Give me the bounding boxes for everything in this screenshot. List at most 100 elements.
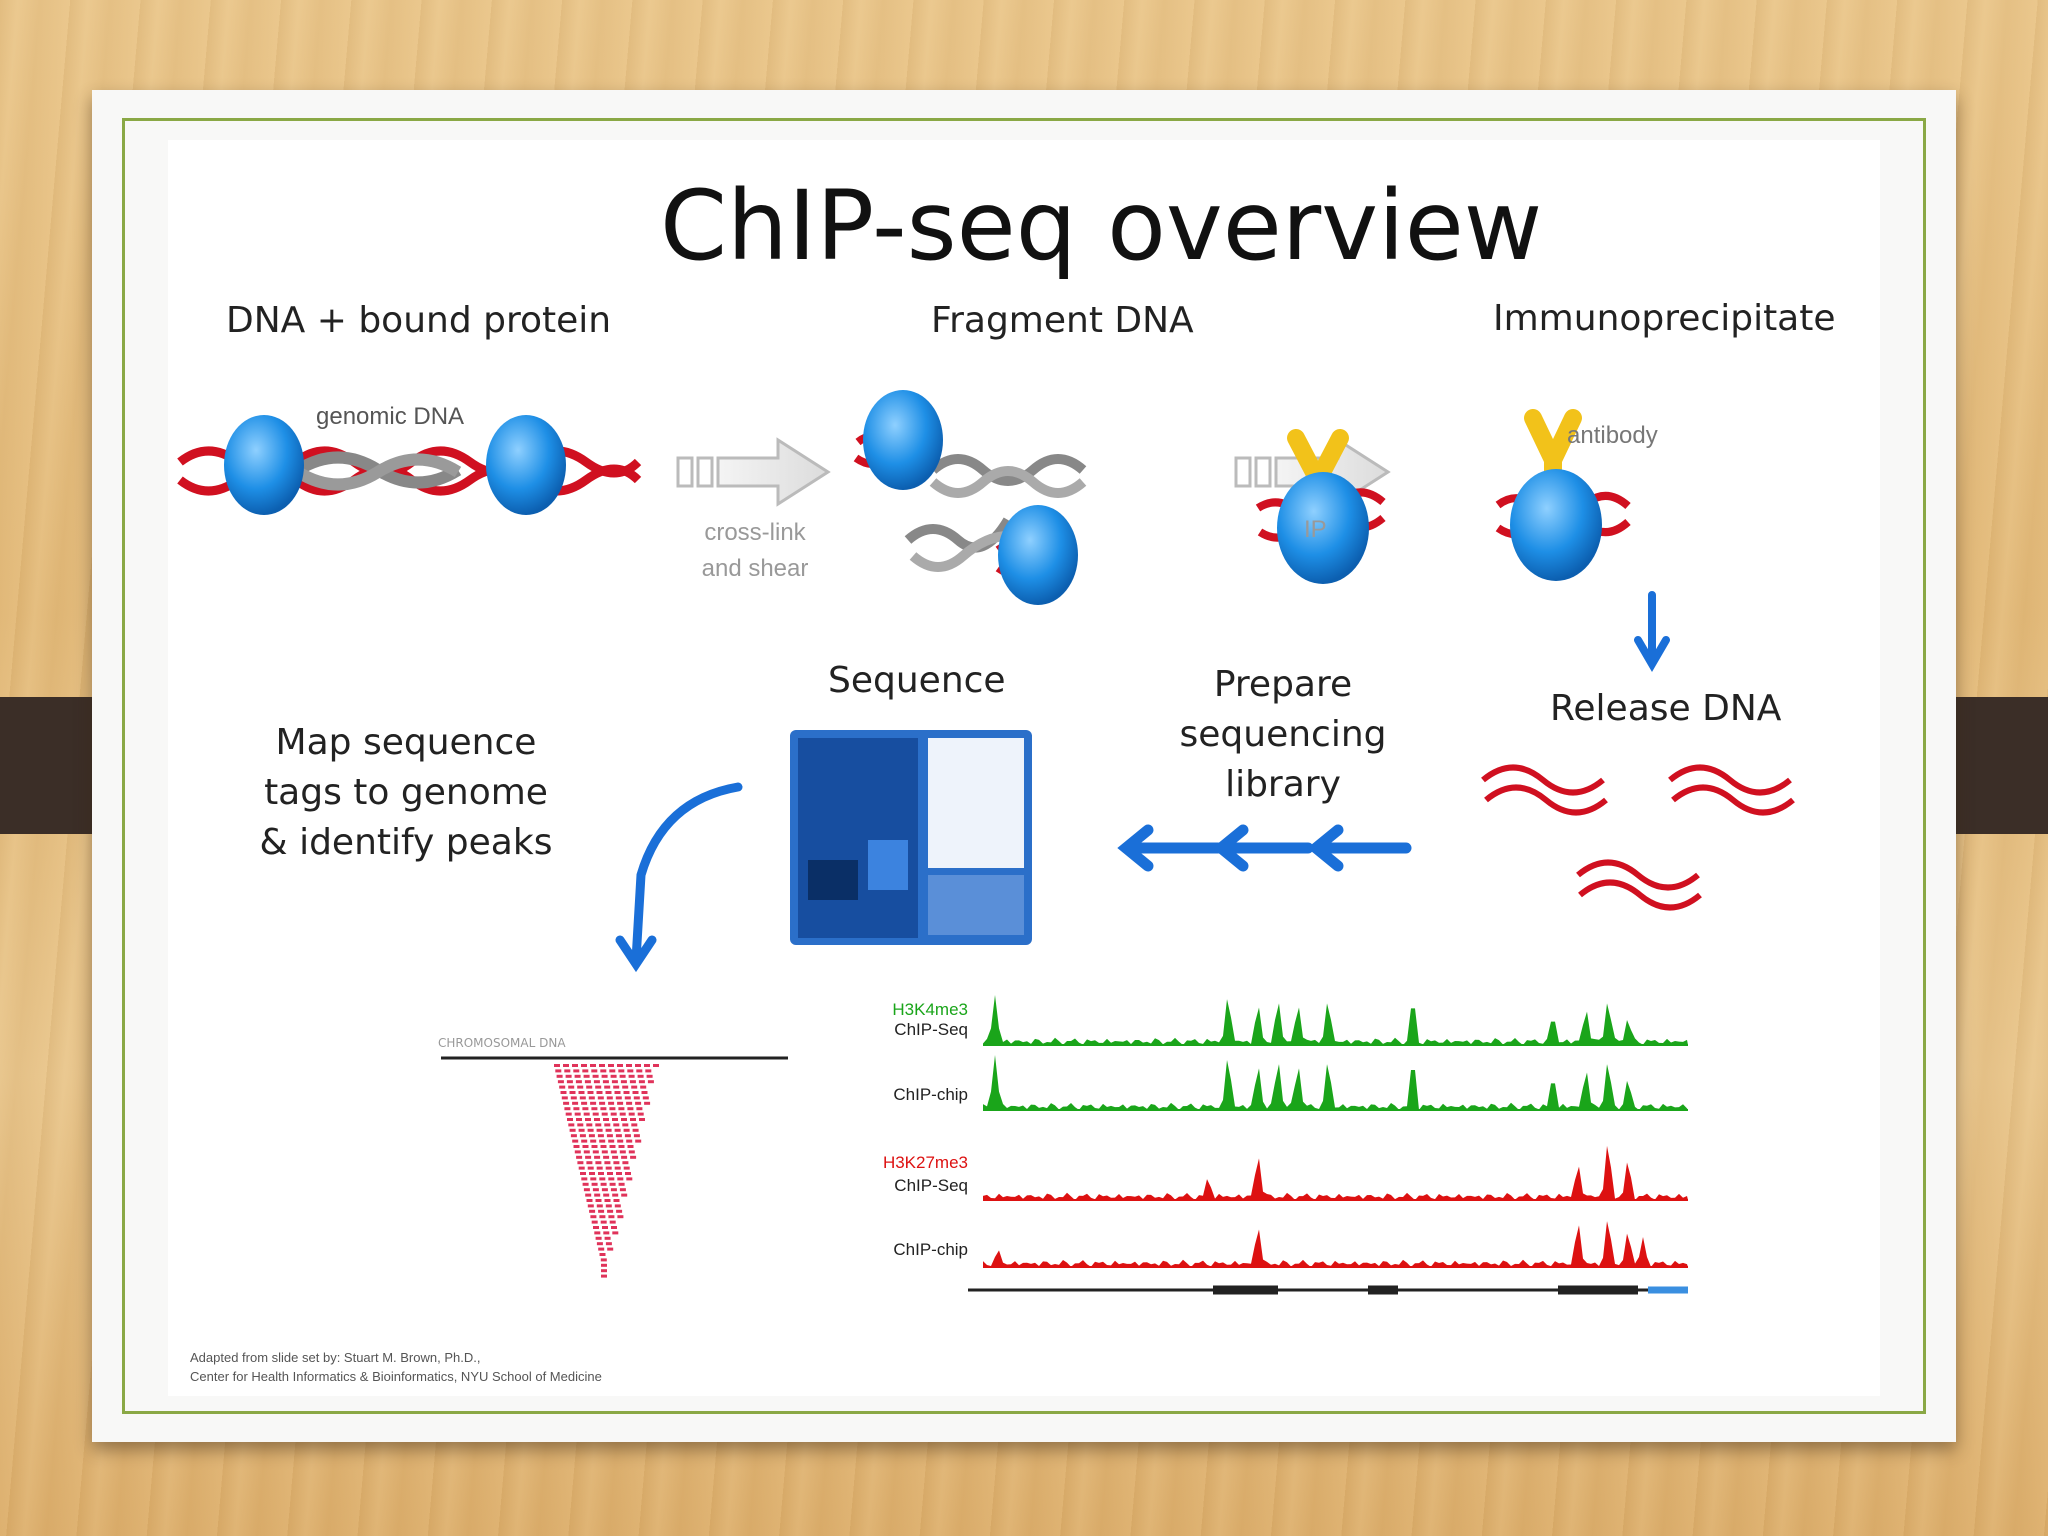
mapped-read	[613, 1123, 620, 1127]
mapped-read	[613, 1161, 620, 1165]
mapped-read	[587, 1128, 594, 1132]
mapped-read	[607, 1172, 613, 1175]
mapped-read	[598, 1247, 605, 1251]
pileup-reads	[554, 1064, 659, 1278]
chromosomal-dna-label: CHROMOSOMAL DNA	[438, 1036, 566, 1050]
poi-protein-1	[224, 415, 304, 515]
step-prepare-library: Prepare sequencing library	[1179, 664, 1387, 805]
mapped-read	[584, 1080, 591, 1084]
mapped-read	[576, 1155, 583, 1159]
mapped-read	[601, 1188, 608, 1192]
mapped-read	[612, 1155, 619, 1159]
mapped-read	[627, 1107, 634, 1111]
mapped-read	[564, 1069, 571, 1073]
mapped-read	[622, 1161, 629, 1165]
mapped-read	[607, 1247, 614, 1251]
mapped-read	[572, 1101, 579, 1105]
mapped-read	[612, 1118, 618, 1121]
mapped-read	[578, 1166, 585, 1170]
mapped-read	[631, 1085, 638, 1089]
mapped-read	[618, 1182, 625, 1186]
mapped-read	[559, 1085, 566, 1089]
ip-label: IP	[1304, 516, 1327, 543]
mapped-read	[595, 1199, 602, 1202]
mapped-read	[573, 1107, 580, 1111]
mapped-read	[567, 1118, 573, 1121]
mapped-read	[596, 1128, 603, 1132]
mapped-read	[595, 1123, 602, 1127]
mapped-read	[600, 1145, 607, 1148]
mapped-read	[628, 1112, 635, 1116]
mapped-read	[653, 1064, 659, 1067]
mapped-read	[619, 1112, 626, 1116]
slide-content: ChIP-seq overview DNA + bound protein Fr…	[168, 140, 1880, 1396]
mapped-read	[590, 1215, 597, 1219]
mapped-read	[587, 1091, 594, 1094]
mapped-read	[574, 1150, 581, 1154]
credit-line-2: Center for Health Informatics & Bioinfor…	[190, 1369, 602, 1384]
mapped-read	[627, 1069, 634, 1073]
poi-fragment-2	[998, 505, 1078, 605]
mapped-read	[588, 1096, 595, 1100]
step-dna-bound-protein: DNA + bound protein	[226, 300, 612, 341]
mapped-read	[614, 1204, 621, 1208]
mapped-read	[625, 1172, 631, 1175]
mapped-read	[592, 1112, 599, 1116]
dna-fragments	[853, 390, 1087, 605]
mapped-read	[592, 1188, 599, 1192]
mapped-read	[610, 1150, 617, 1154]
track-2-method: ChIP-chip	[893, 1085, 968, 1104]
mapped-read	[579, 1096, 586, 1100]
mapped-read	[632, 1091, 639, 1094]
mapped-read	[599, 1064, 605, 1067]
left-arrows-icon	[1117, 824, 1412, 872]
mapped-read	[599, 1177, 606, 1181]
mapped-read	[629, 1080, 636, 1084]
mapped-read	[581, 1064, 587, 1067]
poi-protein-2	[486, 415, 566, 515]
mapped-read	[617, 1064, 623, 1067]
step-fragment-dna: Fragment DNA	[931, 300, 1194, 341]
mapped-read	[577, 1161, 584, 1165]
mapped-read	[591, 1107, 598, 1111]
mapped-read	[638, 1080, 645, 1084]
mapped-read	[598, 1209, 605, 1213]
mapped-read	[609, 1107, 616, 1111]
mapped-read	[563, 1101, 570, 1105]
mapped-read	[611, 1080, 618, 1084]
mapped-read	[609, 1182, 616, 1186]
mapped-read	[618, 1107, 625, 1111]
curved-down-arrow-icon	[615, 782, 743, 973]
mapped-read	[637, 1074, 644, 1078]
mapped-read	[610, 1074, 617, 1078]
mapped-read	[589, 1209, 596, 1213]
mapped-read	[608, 1101, 615, 1105]
mapped-read	[600, 1069, 607, 1073]
mapped-read	[605, 1128, 612, 1132]
mapped-read	[597, 1096, 604, 1100]
mapped-read	[617, 1177, 624, 1181]
mapped-read	[599, 1139, 606, 1143]
mapped-read	[594, 1231, 601, 1235]
mapped-read	[586, 1085, 593, 1089]
mapped-read	[583, 1188, 590, 1192]
mapped-read	[607, 1209, 614, 1213]
genome-tracks	[983, 995, 1688, 1268]
poi-fragment-1	[863, 390, 943, 490]
dna-with-bound-proteins	[177, 415, 642, 515]
mapped-read	[582, 1069, 589, 1073]
mapped-read	[595, 1085, 602, 1089]
mapped-read	[599, 1253, 606, 1256]
mapped-read	[601, 1112, 608, 1116]
mapped-read	[569, 1091, 576, 1094]
mapped-read	[583, 1150, 590, 1154]
mapped-read	[565, 1112, 572, 1116]
mapped-read	[642, 1096, 649, 1100]
mapped-read	[590, 1101, 597, 1105]
mapped-read	[594, 1155, 601, 1159]
mapped-read	[645, 1069, 652, 1073]
down-arrow-icon	[1634, 591, 1670, 672]
mapped-read	[572, 1139, 579, 1143]
mapped-read	[592, 1074, 599, 1078]
mapped-read	[602, 1226, 608, 1229]
